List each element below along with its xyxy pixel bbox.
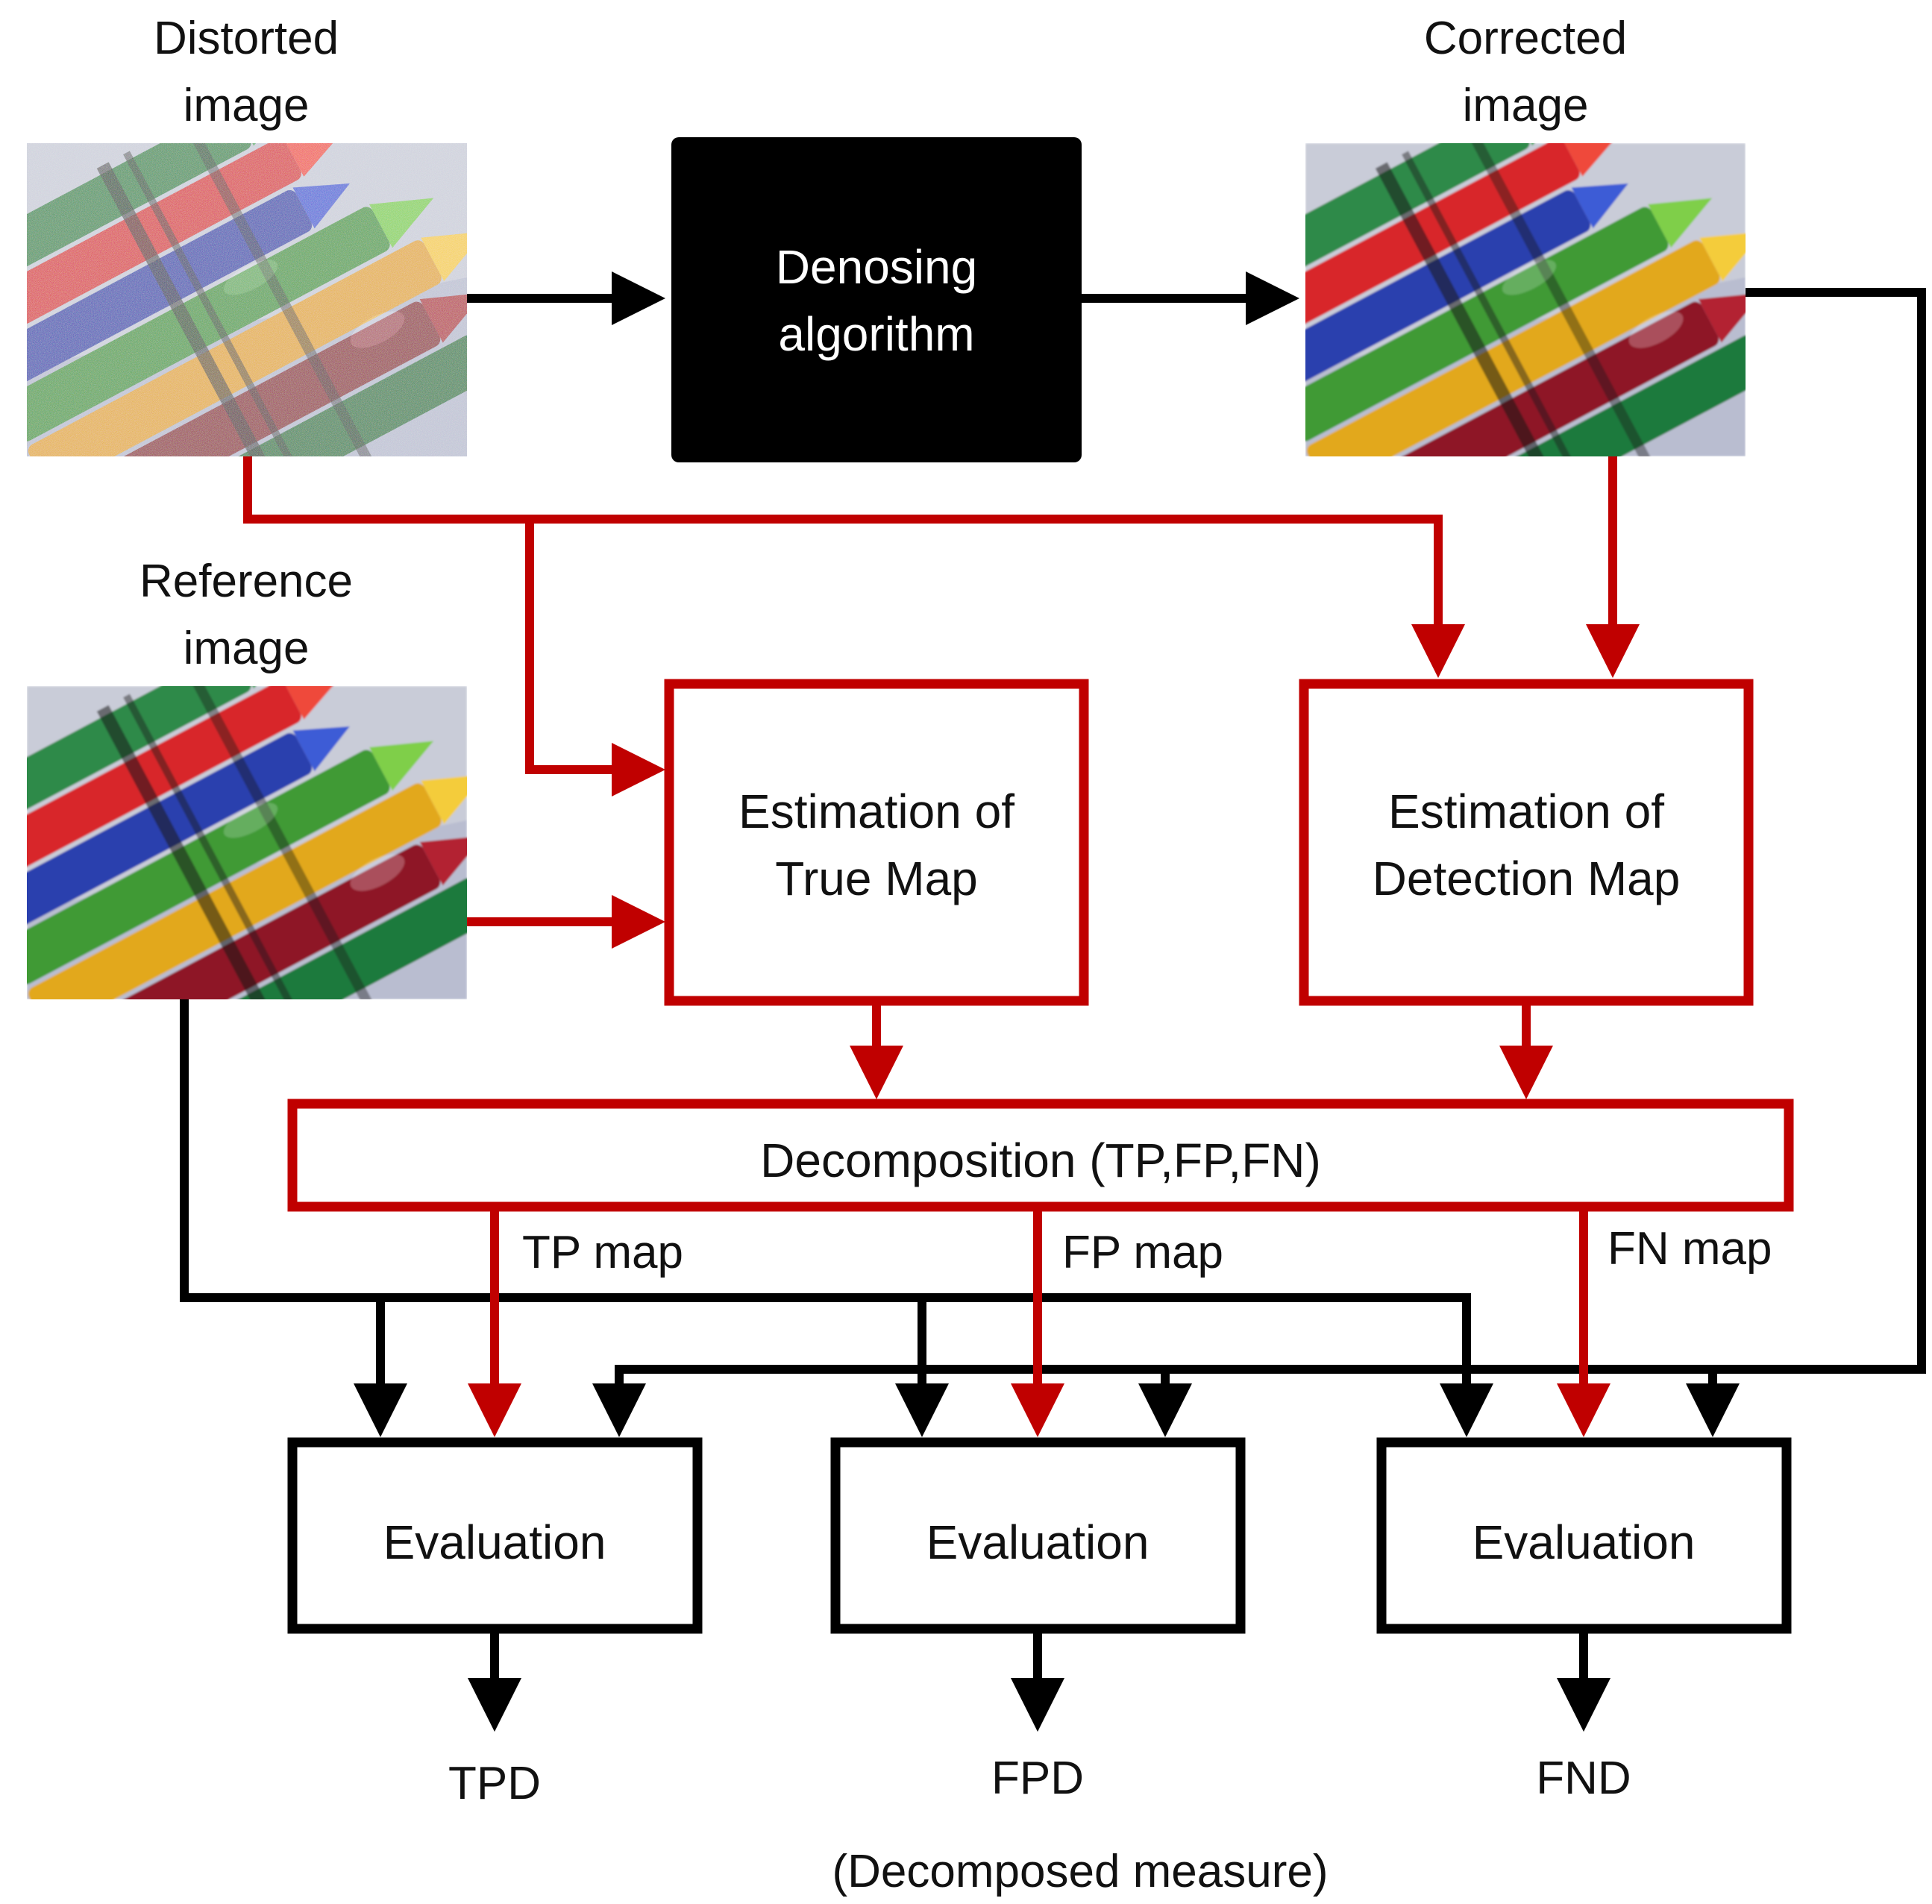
arrow-distorted-to-true-map xyxy=(525,519,665,797)
decomposed-measure-caption: (Decomposed measure) xyxy=(832,1846,1328,1897)
evaluation-box-tp: Evaluation xyxy=(287,1437,703,1634)
evaluation-tp-label: Evaluation xyxy=(383,1515,606,1569)
true-map-box-line2: True Map xyxy=(775,852,978,905)
true-map-box-line1: Estimation of xyxy=(738,785,1014,838)
detection-map-box-line1: Estimation of xyxy=(1388,785,1664,838)
tp-map-label: TP map xyxy=(522,1227,683,1278)
reference-image-label-line1: Reference xyxy=(139,556,353,607)
black-connectors xyxy=(180,271,1926,1732)
fpd-output: FPD xyxy=(991,1753,1084,1804)
decomposition-box: Decomposition (TP,FP,FN) xyxy=(287,1099,1794,1212)
denoising-box-line2: algorithm xyxy=(778,307,974,361)
detection-map-box-line2: Detection Map xyxy=(1373,852,1681,905)
evaluation-box-fn: Evaluation xyxy=(1376,1437,1792,1634)
evaluation-fn-label: Evaluation xyxy=(1472,1515,1696,1569)
detection-map-box: Estimation of Detection Map xyxy=(1299,679,1754,1006)
red-connectors xyxy=(243,456,1640,1437)
reference-image-label-line2: image xyxy=(184,623,310,674)
distorted-image-label-line1: Distorted xyxy=(154,13,339,64)
fn-map-label: FN map xyxy=(1608,1223,1772,1275)
fp-map-label: FP map xyxy=(1062,1227,1223,1278)
corrected-bus xyxy=(592,288,1926,1437)
evaluation-fp-label: Evaluation xyxy=(926,1515,1150,1569)
true-map-box: Estimation of True Map xyxy=(664,679,1089,1006)
reference-bus xyxy=(180,999,1493,1437)
fnd-output: FND xyxy=(1536,1753,1631,1804)
corrected-image-label-line1: Corrected xyxy=(1424,13,1627,64)
distorted-image-label-line2: image xyxy=(184,80,310,131)
decomposition-label: Decomposition (TP,FP,FN) xyxy=(760,1134,1321,1187)
corrected-image-label-line2: image xyxy=(1463,80,1589,131)
denoising-algorithm-box: Denosing algorithm xyxy=(671,137,1082,462)
evaluation-box-fp: Evaluation xyxy=(830,1437,1246,1634)
distorted-red-bus xyxy=(243,456,1465,678)
tpd-output: TPD xyxy=(448,1758,541,1809)
denoising-box-line1: Denosing xyxy=(776,240,977,294)
